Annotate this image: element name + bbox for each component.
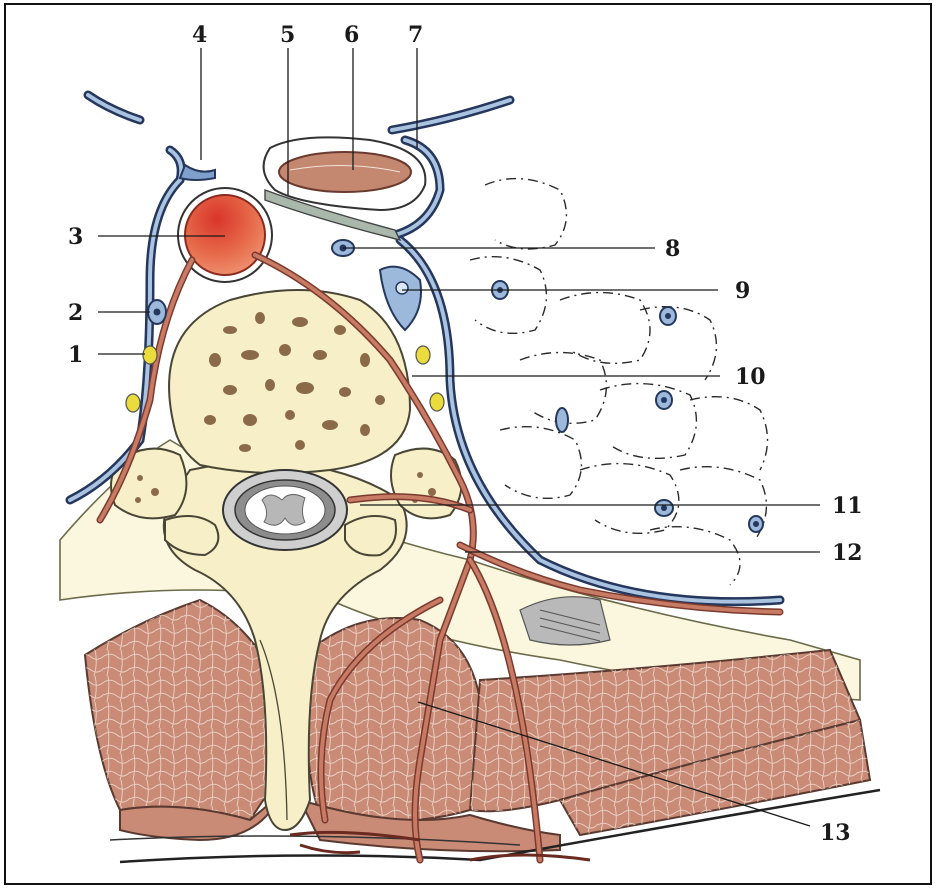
label-8: 8: [665, 236, 680, 262]
label-11: 11: [832, 493, 863, 519]
label-7: 7: [408, 22, 423, 48]
label-5: 5: [280, 22, 295, 48]
aorta: [178, 188, 272, 282]
label-3: 3: [68, 224, 83, 250]
label-1: 1: [68, 342, 83, 368]
label-13: 13: [820, 820, 851, 846]
label-9: 9: [735, 278, 750, 304]
label-12: 12: [832, 540, 863, 566]
spinal-cord: [223, 470, 347, 550]
label-2: 2: [68, 300, 83, 326]
label-4: 4: [192, 22, 207, 48]
vertebral-body: [169, 290, 410, 473]
label-6: 6: [344, 22, 359, 48]
lung-alveoli: [470, 179, 768, 585]
hemiazygos-vein: [380, 267, 421, 330]
label-10: 10: [735, 364, 766, 390]
pulmonary-vessels: [492, 281, 763, 532]
